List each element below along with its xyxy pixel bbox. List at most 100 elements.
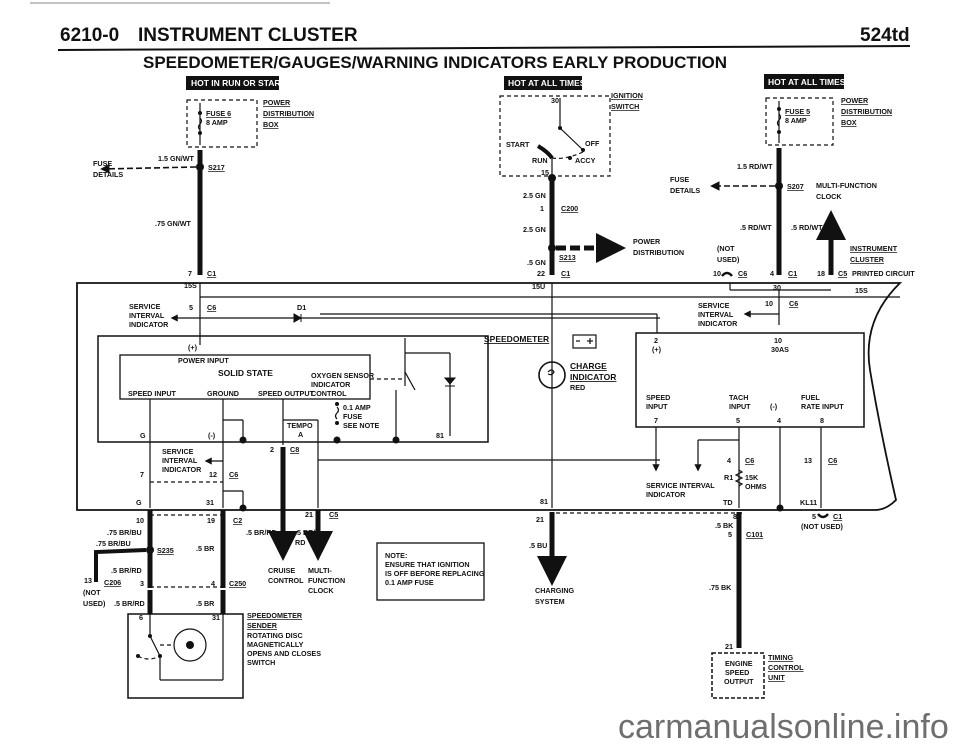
svg-text:31: 31 <box>206 498 214 507</box>
splice-s207 <box>775 182 783 190</box>
svg-text:2: 2 <box>270 445 274 454</box>
svg-text:MULTI-FUNCTION: MULTI-FUNCTION <box>816 181 877 190</box>
svg-text:INPUT: INPUT <box>646 402 668 411</box>
svg-text:15S: 15S <box>855 286 868 295</box>
timing-control-unit: ENGINE SPEED OUTPUT TIMING CONTROL UNIT <box>711 652 804 699</box>
charge-indicator-lamp <box>538 361 566 389</box>
svg-text:INTERVAL: INTERVAL <box>162 456 198 465</box>
svg-text:22: 22 <box>537 269 545 278</box>
svg-text:.5 BR/RD: .5 BR/RD <box>111 566 142 575</box>
svg-text:S217: S217 <box>208 163 225 172</box>
svg-text:FUSE: FUSE <box>93 159 112 168</box>
svg-text:19: 19 <box>207 516 215 525</box>
solid-state-unit <box>119 354 371 400</box>
svg-text:USED): USED) <box>717 255 740 264</box>
svg-text:HOT AT ALL TIMES: HOT AT ALL TIMES <box>508 78 586 88</box>
svg-text:SPEED INPUT: SPEED INPUT <box>128 389 177 398</box>
svg-text:G: G <box>136 498 142 507</box>
svg-text:(-): (-) <box>770 402 778 411</box>
svg-text:NOTE:: NOTE: <box>385 551 407 560</box>
svg-text:13: 13 <box>804 456 812 465</box>
svg-text:ACCY: ACCY <box>575 156 596 165</box>
svg-text:.5 RD/WT: .5 RD/WT <box>791 223 823 232</box>
svg-text:INDICATOR: INDICATOR <box>646 490 686 499</box>
svg-text:CONTROL: CONTROL <box>311 389 347 398</box>
svg-text:.75 BK: .75 BK <box>709 583 732 592</box>
svg-text:BOX: BOX <box>263 120 279 129</box>
model-label: 524td <box>860 25 910 46</box>
svg-text:POWER INPUT: POWER INPUT <box>178 356 229 365</box>
svg-text:SEE NOTE: SEE NOTE <box>343 421 380 430</box>
svg-text:CONTROL: CONTROL <box>768 663 804 672</box>
svg-text:5: 5 <box>728 530 732 539</box>
svg-text:.75 GN/WT: .75 GN/WT <box>155 219 192 228</box>
svg-text:15: 15 <box>541 168 549 177</box>
fuse-0-1-amp <box>334 406 340 420</box>
svg-text:HOT IN RUN OR START: HOT IN RUN OR START <box>191 78 287 88</box>
svg-text:4: 4 <box>777 416 781 425</box>
svg-text:31: 31 <box>212 613 220 622</box>
svg-text:INDICATOR: INDICATOR <box>311 380 351 389</box>
svg-text:POWER: POWER <box>633 237 661 246</box>
svg-text:A: A <box>298 430 303 439</box>
svg-text:13: 13 <box>84 576 92 585</box>
svg-text:8: 8 <box>820 416 824 425</box>
svg-text:.5 BR/RD: .5 BR/RD <box>114 599 145 608</box>
svg-text:OXYGEN SENSOR: OXYGEN SENSOR <box>311 371 375 380</box>
svg-text:OPENS AND CLOSES: OPENS AND CLOSES <box>247 649 321 658</box>
svg-text:30AS: 30AS <box>771 345 789 354</box>
svg-text:C6: C6 <box>738 269 747 278</box>
badge-hot-in-run: HOT IN RUN OR START <box>186 76 287 90</box>
fuse-6-amp: 8 AMP <box>206 118 228 127</box>
svg-text:4: 4 <box>211 579 215 588</box>
svg-text:POWER: POWER <box>841 96 869 105</box>
svg-text:SENDER: SENDER <box>247 621 278 630</box>
svg-text:SERVICE: SERVICE <box>129 302 161 311</box>
battery-icon <box>572 334 597 349</box>
svg-text:8 AMP: 8 AMP <box>785 116 807 125</box>
svg-text:.5 BR/RD: .5 BR/RD <box>246 528 277 537</box>
svg-text:.75 BR/BU: .75 BR/BU <box>96 539 131 548</box>
svg-text:C6: C6 <box>789 299 798 308</box>
svg-text:G: G <box>140 431 146 440</box>
speedometer-sender <box>127 613 244 699</box>
svg-text:ROTATING DISC: ROTATING DISC <box>247 631 303 640</box>
svg-text:5: 5 <box>189 303 193 312</box>
svg-text:4: 4 <box>770 269 774 278</box>
svg-text:6: 6 <box>139 613 143 622</box>
svg-text:C6: C6 <box>828 456 837 465</box>
svg-text:C6: C6 <box>207 303 216 312</box>
svg-text:C1: C1 <box>207 269 216 278</box>
svg-text:INPUT: INPUT <box>729 402 751 411</box>
badge-hot-at-all-times-right: HOT AT ALL TIMES <box>764 74 846 89</box>
svg-text:DISTRIBUTION: DISTRIBUTION <box>263 109 314 118</box>
svg-text:INDICATOR: INDICATOR <box>698 319 738 328</box>
svg-text:MULTI-: MULTI- <box>308 566 332 575</box>
svg-text:C250: C250 <box>229 579 246 588</box>
svg-text:.5 RD/WT: .5 RD/WT <box>740 223 772 232</box>
instrument-cluster-boundary <box>76 282 903 511</box>
svg-text:1: 1 <box>540 204 544 213</box>
gauge-module <box>635 332 865 428</box>
svg-text:7: 7 <box>140 470 144 479</box>
svg-text:TIMING: TIMING <box>768 653 794 662</box>
splice-s217 <box>196 163 204 171</box>
svg-text:C206: C206 <box>104 578 121 587</box>
svg-text:CHARGE: CHARGE <box>570 361 607 371</box>
not-used-connector <box>721 271 733 277</box>
svg-text:SWITCH: SWITCH <box>247 658 275 667</box>
fuse-6-label: FUSE 6 <box>206 109 231 118</box>
svg-text:21: 21 <box>725 642 733 651</box>
svg-text:TACH: TACH <box>729 393 748 402</box>
svg-text:IS OFF BEFORE REPLACING: IS OFF BEFORE REPLACING <box>385 569 485 578</box>
svg-text:INDICATOR: INDICATOR <box>162 465 202 474</box>
diode-d1 <box>293 313 303 323</box>
svg-text:2.5 GN: 2.5 GN <box>523 225 546 234</box>
svg-text:8: 8 <box>733 512 737 521</box>
svg-text:(-): (-) <box>208 431 216 440</box>
svg-text:DISTRIBUTION: DISTRIBUTION <box>841 107 892 116</box>
svg-text:UNIT: UNIT <box>768 673 785 682</box>
power-distribution-box-right: FUSE 5 8 AMP POWER DISTRIBUTION BOX <box>765 96 892 146</box>
svg-text:10: 10 <box>136 516 144 525</box>
